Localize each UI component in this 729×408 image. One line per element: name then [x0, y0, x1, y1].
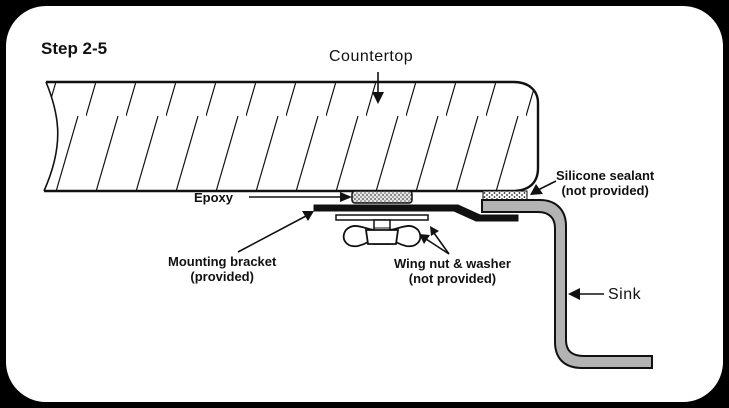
mounting-bracket-label: Mounting bracket (provided) — [168, 254, 276, 284]
wing-nut-label-line2: (not provided) — [408, 271, 497, 286]
mounting-bracket — [313, 204, 519, 222]
sink-shape — [481, 199, 653, 369]
silicone-sealant-label: Silicone sealant (not provided) — [556, 168, 654, 198]
mounting-bracket-label-line1: Mounting bracket — [168, 254, 277, 269]
epoxy-pad — [351, 190, 413, 204]
sink-label: Sink — [608, 286, 642, 303]
step-label: Step 2-5 — [41, 39, 108, 58]
installation-diagram — [43, 72, 653, 369]
wing-nut — [342, 225, 422, 248]
silicone-sealant — [482, 190, 528, 201]
diagram-panel: Step 2-5 Countertop Epoxy Silicone seala… — [6, 6, 723, 402]
wing-nut-label-line1: Wing nut & washer — [394, 256, 511, 271]
countertop-label: Countertop — [329, 48, 414, 65]
silicone-sealant-label-line2: (not provided) — [561, 183, 649, 198]
countertop-shape — [43, 80, 540, 193]
wing-nut-label: Wing nut & washer (not provided) — [394, 256, 511, 286]
leader-lines — [237, 72, 604, 300]
silicone-sealant-label-line1: Silicone sealant — [556, 168, 655, 183]
epoxy-label: Epoxy — [194, 190, 234, 205]
mounting-bracket-label-line2: (provided) — [190, 269, 254, 284]
